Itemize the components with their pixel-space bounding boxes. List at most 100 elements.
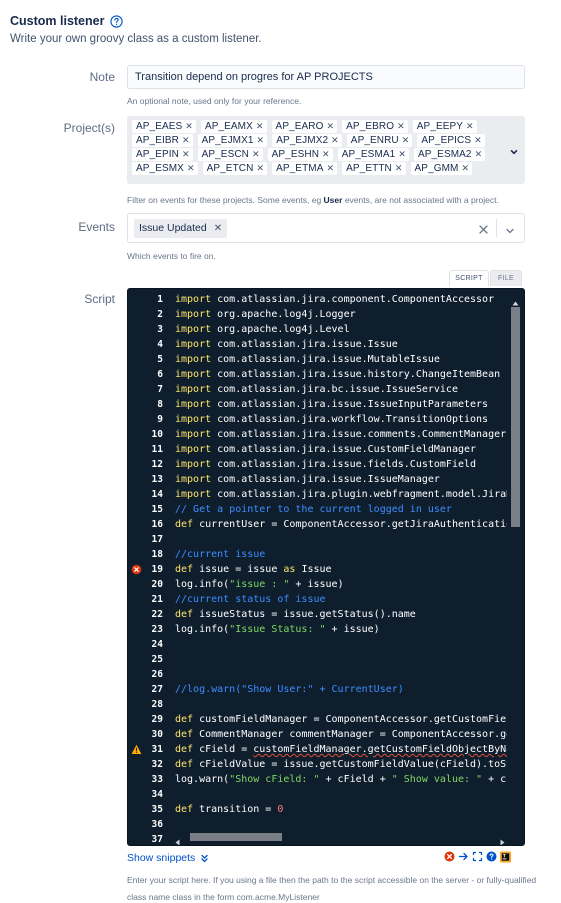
help-icon[interactable] [486, 851, 497, 862]
tab-file[interactable]: FILE [490, 270, 522, 286]
code-line: import com.atlassian.jira.issue.fields.C… [175, 457, 507, 472]
code-line-text: import com.atlassian.jira.issue.CustomFi… [175, 444, 477, 455]
note-input[interactable]: Transition depend on progres for AP PROJ… [127, 65, 525, 89]
ide-logo-icon[interactable] [500, 851, 511, 863]
projects-multiselect[interactable]: AP_EAES✕AP_EAMX✕AP_EARO✕AP_EBRO✕AP_EEPY✕… [127, 116, 525, 184]
line-number-text: 7 [157, 384, 163, 395]
remove-chip-icon[interactable]: ✕ [461, 163, 470, 173]
code-line: log.warn("Show cField: " + cField + " Sh… [175, 772, 507, 787]
line-number-text: 30 [151, 729, 163, 740]
remove-chip-icon[interactable]: ✕ [466, 121, 474, 131]
project-chip: AP_GMM✕ [410, 162, 473, 175]
remove-chip-icon[interactable]: ✕ [401, 135, 410, 145]
show-snippets-link[interactable]: Show snippets [127, 852, 209, 864]
line-number-text: 34 [151, 789, 163, 800]
code-line: import com.atlassian.jira.issue.IssueInp… [175, 397, 507, 412]
line-number-text: 32 [151, 759, 163, 770]
vertical-scroll-thumb[interactable] [511, 307, 520, 527]
line-number: 29 [128, 712, 170, 727]
remove-chip-icon[interactable]: ✕ [326, 163, 335, 173]
project-chip: AP_EIBR✕ [132, 134, 193, 147]
error-marker-icon[interactable] [131, 564, 142, 575]
line-number-text: 9 [157, 414, 163, 425]
line-number-text: 11 [151, 444, 163, 455]
line-number: 24 [128, 637, 170, 652]
line-number: 14 [128, 487, 170, 502]
remove-chip-icon[interactable]: ✕ [397, 121, 405, 131]
project-chip: AP_ETMA✕ [272, 162, 338, 175]
event-chip-label: Issue Updated [139, 222, 207, 234]
line-number: 8 [128, 397, 170, 412]
code-line: import com.atlassian.jira.issue.comments… [175, 427, 507, 442]
error-status-icon[interactable] [444, 851, 455, 862]
line-number: 11 [128, 442, 170, 457]
script-source-tabs: SCRIPT FILE [449, 270, 522, 286]
vertical-scrollbar[interactable] [509, 291, 522, 831]
code-area[interactable]: import com.atlassian.jira.component.Comp… [175, 292, 507, 845]
horizontal-scroll-thumb[interactable] [190, 833, 282, 841]
line-number: 16 [128, 517, 170, 532]
script-help-text: Enter your script here. If you using a f… [127, 875, 537, 902]
remove-chip-icon[interactable]: ✕ [255, 121, 264, 131]
projects-label: Project(s) [63, 121, 115, 135]
horizontal-scrollbar[interactable] [170, 830, 510, 845]
code-line-text: def issueStatus = issue.getStatus().name [175, 609, 416, 620]
clear-icon[interactable] [478, 222, 489, 234]
project-chips: AP_EAES✕AP_EAMX✕AP_EARO✕AP_EBRO✕AP_EEPY✕… [132, 120, 497, 175]
scroll-up-icon[interactable] [512, 294, 519, 306]
line-number: 35 [128, 802, 170, 817]
events-select[interactable]: Issue Updated ✕ [127, 213, 525, 243]
remove-chip-icon[interactable]: ✕ [181, 149, 190, 159]
remove-chip-icon[interactable]: ✕ [185, 121, 193, 131]
code-line: def cFieldValue = issue.getCustomFieldVa… [175, 757, 507, 772]
project-chip-label: AP_EARO [275, 121, 324, 132]
script-label: Script [84, 292, 115, 306]
code-line: import org.apache.log4j.Level [175, 322, 507, 337]
code-line: log.info("Issue Status: " + issue) [175, 622, 507, 637]
scroll-right-icon[interactable] [499, 833, 506, 845]
line-number-text: 16 [151, 519, 163, 530]
code-line: def transition = 0 [175, 802, 507, 817]
remove-chip-icon[interactable]: ✕ [326, 121, 335, 131]
code-line-text: import com.atlassian.jira.issue.fields.C… [175, 459, 477, 470]
line-number: 20 [128, 577, 170, 592]
remove-chip-icon[interactable]: ✕ [331, 135, 339, 145]
code-line-text: def issue = issue as Issue [175, 564, 332, 575]
remove-chip-icon[interactable]: ✕ [398, 149, 406, 159]
project-chip: AP_EJMX1✕ [197, 134, 268, 147]
project-chip-label: AP_ETTN [346, 163, 392, 174]
arrow-right-icon[interactable] [458, 851, 469, 862]
code-line-text: def customFieldManager = ComponentAccess… [175, 714, 507, 725]
warning-marker-icon[interactable] [131, 744, 142, 755]
tab-script[interactable]: SCRIPT [449, 270, 489, 286]
fullscreen-icon[interactable] [472, 851, 483, 862]
remove-chip-icon[interactable]: ✕ [256, 135, 265, 145]
code-line-text: log.info("Issue Status: " + issue) [175, 624, 380, 635]
line-number: 23 [128, 622, 170, 637]
chevron-down-icon[interactable] [505, 223, 515, 234]
code-line-text: def CommentManager commentManager = Comp… [175, 729, 507, 740]
code-line: // Get a pointer to the current logged i… [175, 502, 507, 517]
project-chip: AP_ENRU✕ [346, 134, 413, 147]
remove-chip-icon[interactable]: ✕ [186, 163, 195, 173]
chevron-down-icon[interactable] [509, 144, 519, 155]
remove-chip-icon[interactable]: ✕ [394, 163, 403, 173]
line-number: 32 [128, 757, 170, 772]
remove-chip-icon[interactable]: ✕ [252, 149, 260, 159]
project-chip-label: AP_EAES [136, 121, 183, 132]
code-line: import com.atlassian.jira.workflow.Trans… [175, 412, 507, 427]
remove-chip-icon[interactable]: ✕ [322, 149, 330, 159]
remove-chip-icon[interactable]: ✕ [181, 135, 190, 145]
question-circle-icon[interactable] [110, 14, 124, 28]
line-number-text: 23 [151, 624, 163, 635]
remove-chip-icon[interactable]: ✕ [474, 135, 482, 145]
scroll-left-icon[interactable] [174, 833, 181, 845]
code-line [175, 787, 507, 802]
line-number-text: 19 [151, 564, 163, 575]
code-line-text: import com.atlassian.jira.workflow.Trans… [175, 414, 489, 425]
remove-chip-icon[interactable]: ✕ [474, 149, 483, 159]
line-number: 37 [128, 832, 170, 845]
remove-chip-icon[interactable]: ✕ [256, 163, 265, 173]
remove-chip-icon[interactable]: ✕ [213, 222, 223, 234]
